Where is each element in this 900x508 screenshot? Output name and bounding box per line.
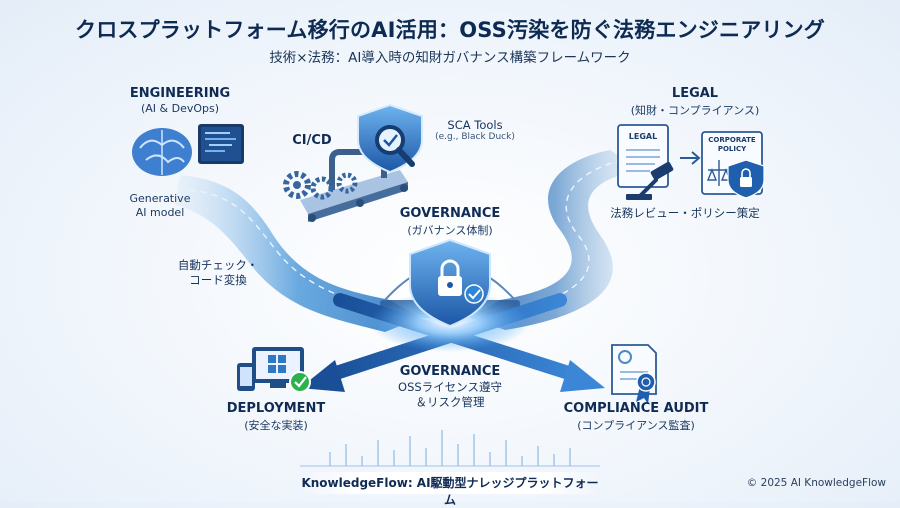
- page-title: クロスプラットフォーム移行のAI活用：OSS汚染を防ぐ法務エンジニアリング: [75, 18, 825, 42]
- deployment-subtitle: (安全な実装): [244, 419, 308, 432]
- copyright: © 2025 AI KnowledgeFlow: [746, 477, 886, 489]
- compliance-subtitle: (コンプライアンス監査): [577, 419, 695, 432]
- award-badge-icon: [636, 372, 656, 404]
- arrow-right-icon: [680, 151, 701, 165]
- gear-icon: [283, 171, 358, 200]
- ai-model-label-line1: Generative: [129, 192, 191, 205]
- governance-center-line1: OSSライセンス遵守: [398, 380, 502, 394]
- arrow-head-compliance: [560, 360, 605, 392]
- brain-icon: [132, 128, 192, 176]
- gavel-icon: [626, 161, 674, 200]
- magnifier-icon: [375, 125, 415, 167]
- engineering-subtitle: (AI & DevOps): [140, 102, 220, 115]
- sca-subtitle: (e.g., Black Duck): [435, 132, 515, 142]
- compliance-title: COMPLIANCE AUDIT: [563, 401, 709, 416]
- arrow-head-deployment: [300, 360, 345, 392]
- footer-circuit-decoration: [300, 430, 600, 467]
- auto-check-line2: コード変換: [189, 273, 247, 287]
- auto-check-line1: 自動チェック・: [177, 258, 259, 272]
- code-monitor-icon: [198, 124, 244, 164]
- governance-top-subtitle: (ガバナンス体制): [407, 224, 493, 237]
- policy-label-line2: POLICY: [717, 145, 747, 153]
- sca-title: SCA Tools: [447, 118, 503, 132]
- governance-top-title: GOVERNANCE: [399, 206, 501, 221]
- legal-doc-label: LEGAL: [628, 132, 658, 141]
- legal-review-label: 法務レビュー・ポリシー策定: [610, 206, 760, 220]
- legal-subtitle: (知財・コンプライアンス): [630, 104, 760, 117]
- check-circle-icon: [289, 371, 311, 393]
- governance-shield-icon: [409, 238, 491, 328]
- ai-model-label-line2: AI model: [135, 206, 185, 219]
- footer-brand: KnowledgeFlow: AI駆動型ナレッジプラットフォーム: [301, 476, 599, 507]
- engineering-road: [175, 175, 420, 332]
- deployment-title: DEPLOYMENT: [226, 401, 326, 416]
- policy-label-line1: CORPORATE: [708, 136, 756, 144]
- legal-road: [470, 150, 640, 330]
- footer-bar: [300, 472, 600, 494]
- governance-center-title: GOVERNANCE: [399, 364, 501, 379]
- engineering-title: ENGINEERING: [129, 86, 231, 101]
- policy-shield-lock-icon: [727, 159, 765, 199]
- governance-center-line2: ＆リスク管理: [415, 395, 485, 409]
- cicd-label: CI/CD: [292, 133, 332, 148]
- page-subtitle: 技術×法務：AI導入時の知財ガバナンス構築フレームワーク: [269, 50, 631, 66]
- deployment-devices-icon: [237, 347, 304, 391]
- legal-title: LEGAL: [671, 86, 719, 101]
